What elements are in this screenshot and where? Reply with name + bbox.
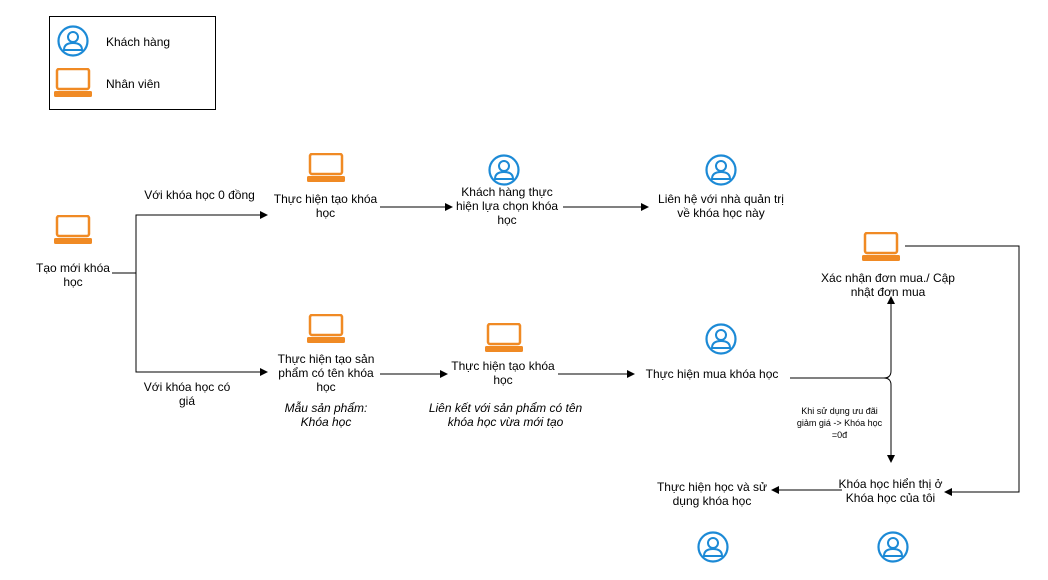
legend-customer-label: Khách hàng xyxy=(106,35,171,49)
laptop-icon xyxy=(485,323,523,352)
node-create-course: Tạo mới khóa học xyxy=(36,261,110,289)
connector-confirm-to-my-courses xyxy=(905,245,1020,496)
edge-label-paid-branch: Với khóa học có giá xyxy=(143,380,231,408)
node-create-product: Thực hiện tạo sản phẩm có tên khóa học xyxy=(277,352,375,394)
connector-free-branch xyxy=(135,211,268,273)
legend-staff-label: Nhân viên xyxy=(106,77,161,91)
node-customer-select: Khách hàng thực hiện lựa chọn khóa học xyxy=(455,185,559,227)
note-product-template: Mẫu sản phẩm: Khóa học xyxy=(284,401,368,429)
node-create-free-course: Thực hiện tạo khóa học xyxy=(273,192,378,220)
node-study-course: Thực hiện học và sử dụng khóa học xyxy=(656,480,768,508)
user-icon xyxy=(705,154,737,186)
node-contact-admin: Liên hệ với nhà quản trị về khóa học này xyxy=(658,192,784,220)
user-icon xyxy=(697,531,729,563)
user-icon xyxy=(488,154,520,186)
legend-box: Khách hàng Nhân viên xyxy=(49,16,216,110)
edge-label-free-branch: Với khóa học 0 đồng xyxy=(144,188,255,202)
laptop-icon xyxy=(862,232,900,261)
note-link-product: Liên kết với sản phẩm có tên khóa học vừ… xyxy=(428,401,583,429)
node-my-courses: Khóa học hiển thị ở Khóa học của tôi xyxy=(838,477,943,505)
user-icon xyxy=(705,323,737,355)
laptop-icon xyxy=(307,314,345,343)
node-confirm-order: Xác nhận đơn mua./ Cập nhật đơn mua xyxy=(821,271,955,299)
connector-buy-to-confirm xyxy=(790,296,895,379)
user-icon xyxy=(877,531,909,563)
node-buy-course: Thực hiện mua khóa học xyxy=(645,367,779,381)
connector-paid-branch xyxy=(135,273,268,376)
connector-buy-to-my-courses xyxy=(883,377,895,463)
edge-label-discount: Khi sử dụng ưu đãi giảm giá -> Khóa học … xyxy=(796,406,883,440)
user-icon xyxy=(57,25,89,57)
laptop-icon xyxy=(54,68,92,97)
laptop-icon xyxy=(307,153,345,182)
node-create-paid-course: Thực hiện tạo khóa học xyxy=(451,359,555,387)
laptop-icon xyxy=(54,215,92,244)
